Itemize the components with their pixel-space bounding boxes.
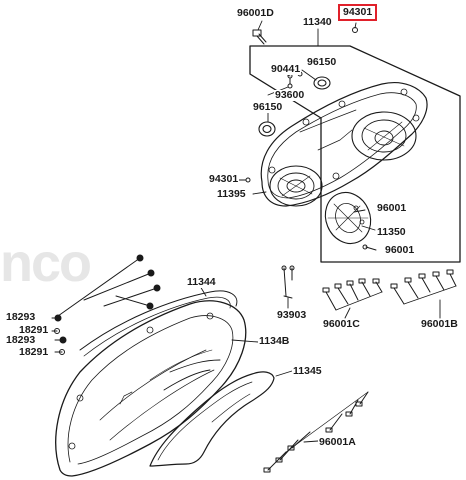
bolt-96001-disc xyxy=(362,244,377,251)
label-94301-highlighted: 94301 xyxy=(338,4,378,21)
label-96001-right: 96001 xyxy=(376,202,408,214)
label-94301-left: 94301 xyxy=(208,173,240,185)
label-96150-upper: 96150 xyxy=(306,56,338,68)
engine-cover-11340 xyxy=(260,82,428,207)
label-93903: 93903 xyxy=(276,309,308,321)
label-96001D: 96001D xyxy=(236,7,275,19)
label-11350: 11350 xyxy=(376,226,407,238)
label-96150-lower: 96150 xyxy=(252,101,284,113)
label-96001-right-2: 96001 xyxy=(384,244,416,256)
seal-96150-lower xyxy=(258,121,276,137)
bolt-96001D xyxy=(252,29,267,45)
label-11395: 11395 xyxy=(216,188,247,200)
label-11345: 11345 xyxy=(292,365,323,377)
leader-lines-lower xyxy=(199,285,441,443)
screws-93903 xyxy=(281,265,295,299)
label-18291-b: 18291 xyxy=(18,346,50,358)
label-96001A: 96001A xyxy=(318,436,357,448)
pin-94301-left xyxy=(238,177,251,183)
leader-lines-upper xyxy=(252,20,376,231)
outer-cover-1134B xyxy=(55,300,247,477)
bolts-96001C xyxy=(322,278,383,311)
label-93600: 93600 xyxy=(274,89,306,101)
inner-cover-11350 xyxy=(324,191,372,245)
label-18293-a: 18293 xyxy=(5,311,37,323)
watermark-logo: nco xyxy=(0,233,92,293)
label-96001C: 96001C xyxy=(322,318,361,330)
bolts-18293-18291 xyxy=(51,254,161,355)
label-11340: 11340 xyxy=(302,16,333,28)
seal-96150-upper xyxy=(313,76,331,90)
label-18291-a: 18291 xyxy=(18,324,50,336)
label-11344: 11344 xyxy=(186,276,217,288)
label-90441: 90441 xyxy=(270,63,302,75)
bolts-96001B xyxy=(390,269,457,305)
label-18293-b: 18293 xyxy=(5,334,37,346)
upper-assembly-outline xyxy=(249,45,461,263)
label-96001B: 96001B xyxy=(420,318,459,330)
bolts-96001A xyxy=(263,391,369,473)
trim-panel-11345 xyxy=(149,371,275,467)
gasket-11344 xyxy=(79,290,238,357)
label-1134B: 1134B xyxy=(258,335,291,347)
